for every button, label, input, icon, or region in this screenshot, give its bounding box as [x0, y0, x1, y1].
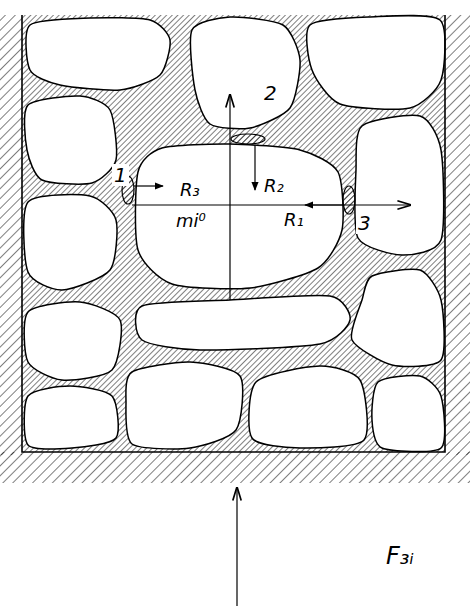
force-label: R₂ [262, 176, 286, 196]
stone [351, 269, 444, 366]
stone [190, 17, 300, 129]
stone [307, 16, 445, 110]
callout-number: 3 [356, 212, 373, 234]
stone [126, 362, 243, 449]
force-axis [229, 95, 230, 300]
stone [372, 376, 445, 452]
binder [22, 15, 445, 452]
force-arrow [254, 145, 255, 190]
wall-hatch [445, 15, 470, 455]
force-label: R₁ [282, 210, 306, 230]
stone [355, 115, 444, 255]
callout-number: 1 [112, 164, 129, 186]
load-label: F₃ᵢ [384, 543, 416, 569]
force-arrow [305, 204, 343, 205]
force-arrow [134, 185, 163, 186]
contact [231, 134, 265, 144]
stone [136, 295, 351, 350]
stone [24, 96, 116, 184]
mass-label: mi⁰ [174, 211, 208, 231]
stones [24, 16, 445, 452]
stone [24, 386, 118, 449]
container-outline [22, 15, 445, 452]
contact [343, 186, 355, 214]
stone [24, 195, 117, 290]
load-arrow [236, 488, 237, 606]
stone [26, 18, 170, 91]
wall-hatch [0, 452, 470, 483]
callout-number: 2 [262, 82, 279, 104]
force-label: R₃ [178, 180, 202, 200]
stone [249, 366, 367, 448]
stone [24, 302, 121, 380]
force-axis [132, 204, 410, 205]
wall-hatch [0, 15, 22, 455]
stone [135, 144, 343, 289]
